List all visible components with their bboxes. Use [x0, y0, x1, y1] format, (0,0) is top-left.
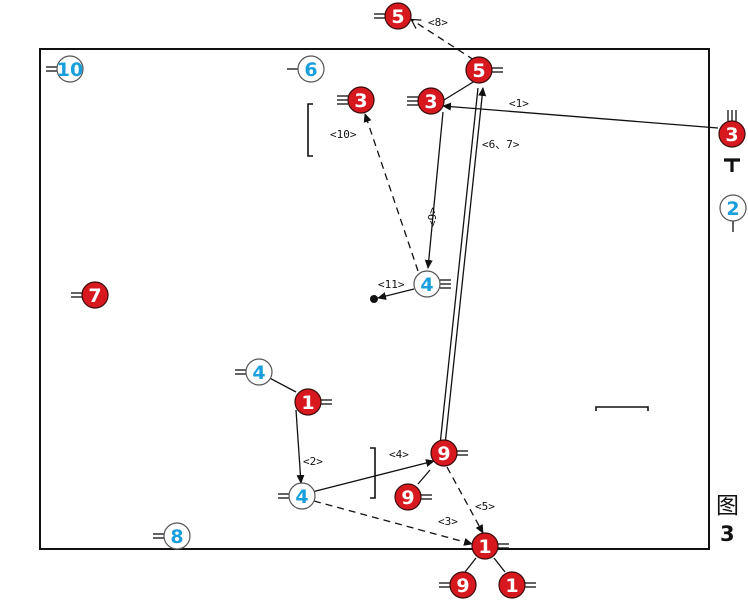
player-number: 6 — [304, 59, 317, 81]
player-token-r1-bottom: 1 — [498, 571, 536, 599]
run-10 — [363, 113, 419, 272]
player-token-b4-center: 4 — [413, 270, 451, 298]
player-circle — [471, 532, 499, 560]
player-circle — [465, 56, 493, 84]
player-circle — [417, 87, 445, 115]
player-token-b4-bottom: 4 — [278, 482, 316, 510]
player-number: 10 — [57, 59, 83, 81]
player-circle — [449, 571, 477, 599]
movement-lines — [261, 18, 719, 573]
player-token-r3-right: 3 — [718, 110, 746, 148]
player-token-r5: 5 — [465, 56, 503, 84]
label-1: <1> — [509, 97, 529, 110]
player-circle — [245, 358, 273, 386]
player-token-r9-mid: 9 — [394, 483, 432, 511]
court-boundary — [39, 48, 710, 550]
label-10: <10> — [330, 128, 357, 141]
player-circle — [347, 86, 375, 114]
player-token-r5-top: 5 — [374, 2, 412, 30]
pass-11 — [377, 288, 415, 300]
player-token-r3-mid: 3 — [407, 87, 445, 115]
bracket-right — [595, 406, 649, 411]
link-9-mid — [417, 469, 431, 485]
player-number: 5 — [472, 60, 485, 82]
player-circle — [430, 439, 458, 467]
bracket-left — [307, 103, 313, 157]
player-token-r7: 7 — [71, 281, 109, 309]
run-9 — [424, 111, 444, 269]
player-number: 7 — [88, 285, 101, 307]
player-circle — [81, 281, 109, 309]
label-4: <4> — [389, 448, 409, 461]
run-6-7a — [439, 87, 479, 446]
player-token-r9-center: 9 — [430, 439, 468, 467]
player-number: 9 — [456, 575, 469, 597]
run-5 — [446, 466, 484, 534]
bracket-bottom — [370, 447, 376, 499]
pass-8 — [410, 18, 475, 61]
player-circle — [394, 483, 422, 511]
player-circle — [719, 194, 747, 222]
player-number: 1 — [505, 575, 518, 597]
player-number: 1 — [301, 392, 314, 414]
player-number: 4 — [420, 274, 433, 296]
player-number: 3 — [725, 124, 738, 146]
label-6-7: <6、7> — [482, 138, 520, 151]
player-circle — [294, 388, 322, 416]
player-number: 5 — [391, 6, 404, 28]
label-11: <11> — [378, 278, 405, 291]
player-circle — [56, 55, 84, 83]
player-token-r1-goal: 1 — [471, 532, 509, 560]
link-9-bottom — [464, 557, 477, 573]
court-marks — [307, 103, 740, 499]
player-circle — [498, 571, 526, 599]
player-number: 9 — [437, 443, 450, 465]
player-token-b2: 2 — [719, 194, 747, 232]
pass-1 — [442, 102, 719, 129]
player-token-b8: 8 — [153, 522, 191, 550]
player-circle — [297, 55, 325, 83]
player-number: 2 — [726, 198, 739, 220]
player-circle — [718, 120, 746, 148]
player-circle — [163, 522, 191, 550]
run-6-7b — [444, 87, 487, 446]
t-marker — [724, 158, 740, 172]
player-token-r9-bottom: 9 — [439, 571, 477, 599]
player-token-b4-left: 4 — [235, 358, 273, 386]
player-number: 3 — [354, 90, 367, 112]
player-circle — [288, 482, 316, 510]
player-circle — [384, 2, 412, 30]
link-1-bottom — [493, 557, 506, 573]
figure-char: 图 — [716, 493, 739, 519]
run-2b — [295, 409, 305, 484]
annotations: <1> <2> <3> <4> <5> <6、7> <8> <9> <10> <… — [303, 16, 529, 528]
label-9: <9> — [426, 207, 439, 227]
player-number: 4 — [252, 362, 265, 384]
player-token-r3-left: 3 — [337, 86, 375, 114]
ball — [370, 295, 378, 303]
player-number: 3 — [424, 91, 437, 113]
label-2: <2> — [303, 455, 323, 468]
player-token-r1-mid: 1 — [294, 388, 332, 416]
player-number: 8 — [170, 526, 183, 548]
player-circle — [413, 270, 441, 298]
pass-4 — [311, 459, 435, 493]
player-number: 1 — [478, 536, 491, 558]
run-3 — [313, 500, 473, 546]
player-number: 9 — [401, 487, 414, 509]
player-token-b10: 10 — [46, 55, 84, 83]
player-number: 4 — [295, 486, 308, 508]
label-8: <8> — [428, 16, 448, 29]
figure-number: 3 — [720, 522, 735, 546]
label-5: <5> — [475, 500, 495, 513]
player-token-b6: 6 — [287, 55, 325, 83]
pass-5-3 — [443, 78, 479, 101]
label-3: <3> — [438, 515, 458, 528]
